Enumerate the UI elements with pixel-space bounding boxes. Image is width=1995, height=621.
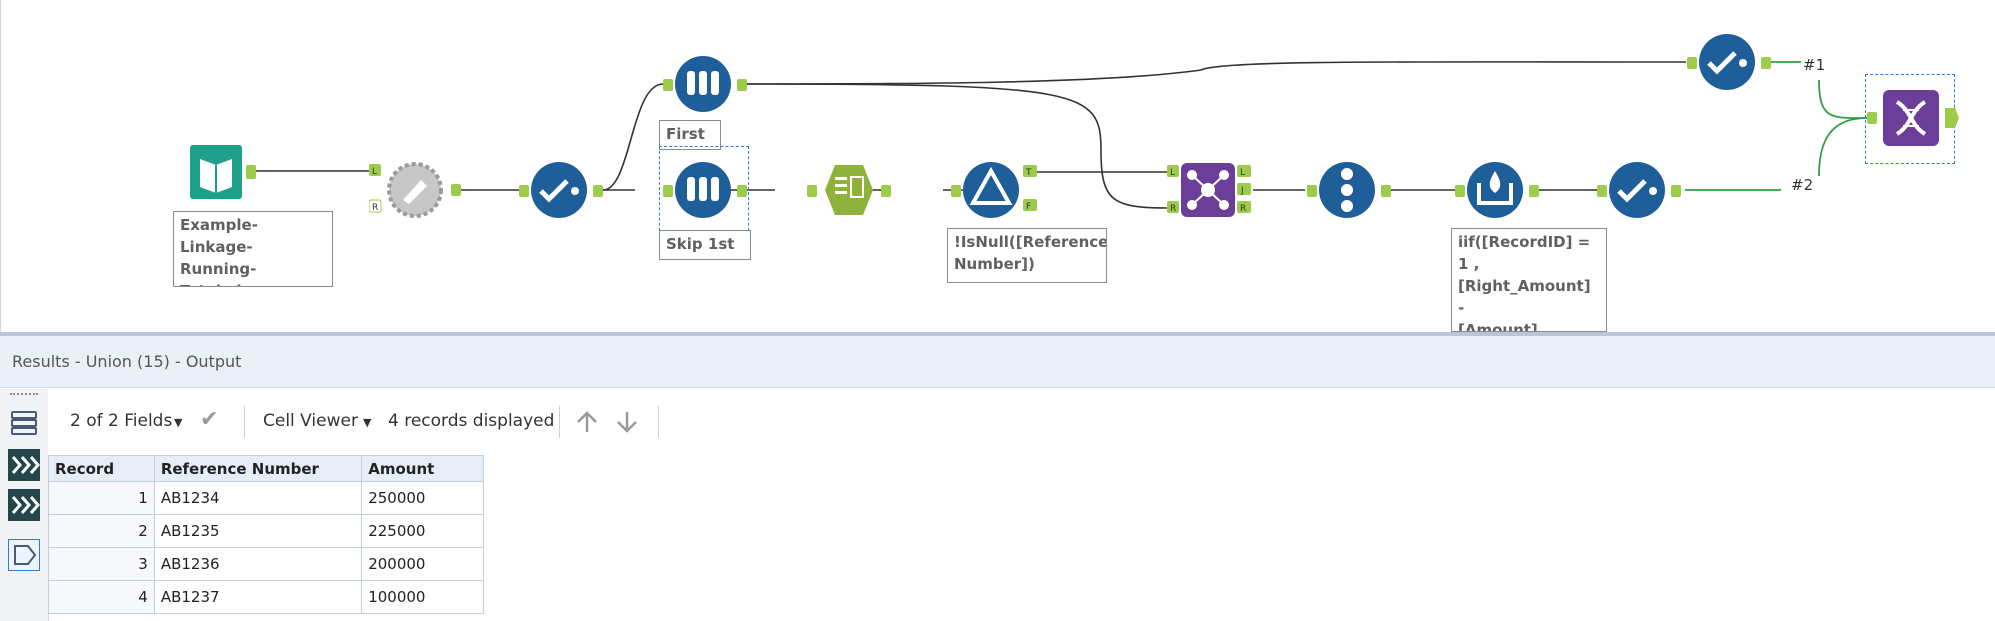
sample-tool-skip[interactable] bbox=[663, 161, 753, 219]
sample-tool-first[interactable] bbox=[663, 55, 753, 113]
table-row[interactable]: 1 AB1234 250000 bbox=[48, 481, 484, 515]
formula-annotation: iif([RecordID] = 1 , [Right_Amount] - [A… bbox=[1451, 228, 1607, 332]
input-data-icon bbox=[190, 145, 256, 199]
select-tool-3[interactable] bbox=[1687, 33, 1777, 91]
record-id-tool[interactable] bbox=[1307, 161, 1397, 219]
table-row[interactable]: 2 AB1235 225000 bbox=[48, 514, 484, 548]
select-tool-2[interactable] bbox=[1597, 161, 1687, 219]
table-view-icon[interactable] bbox=[8, 407, 40, 439]
join-anchor-join: J bbox=[1240, 186, 1244, 196]
panel-splitter[interactable] bbox=[0, 332, 1995, 336]
amount-cell[interactable]: 225000 bbox=[361, 514, 484, 548]
sample-icon bbox=[663, 56, 747, 112]
toolbar-divider bbox=[658, 406, 659, 438]
record-cell[interactable]: 1 bbox=[48, 481, 155, 515]
filter-icon: T F bbox=[951, 162, 1037, 218]
toolbar-divider bbox=[559, 406, 560, 438]
filter-tool[interactable]: T F bbox=[951, 161, 1051, 219]
union-icon bbox=[1867, 90, 1959, 146]
join-icon: L R L J R bbox=[1167, 163, 1251, 217]
union-tool[interactable] bbox=[1867, 88, 1961, 148]
amount-cell[interactable]: 250000 bbox=[361, 481, 484, 515]
join-tool[interactable]: L R L J R bbox=[1167, 161, 1257, 219]
anchor-label-true: T bbox=[1025, 168, 1032, 178]
record-cell[interactable]: 3 bbox=[48, 547, 155, 581]
wire-label-1: #1 bbox=[1803, 56, 1826, 74]
dynamic-rename-icon: L R bbox=[369, 162, 461, 218]
connection-wires bbox=[255, 61, 1868, 209]
select-tool-1[interactable] bbox=[519, 161, 609, 219]
fields-dropdown[interactable]: 2 of 2 Fields bbox=[70, 411, 173, 431]
wire-label-2: #2 bbox=[1791, 176, 1814, 194]
reference-cell[interactable]: AB1234 bbox=[153, 481, 363, 515]
results-table: Record Reference Number Amount 1 AB1234 … bbox=[48, 455, 484, 614]
join-anchor-out-left: L bbox=[1240, 168, 1245, 178]
text-to-columns-icon bbox=[807, 165, 891, 215]
viewer-chevron-down-icon[interactable]: ▼ bbox=[363, 416, 372, 429]
join-anchor-out-right: R bbox=[1240, 204, 1246, 214]
formula-tool[interactable] bbox=[1455, 161, 1545, 219]
text-to-columns-tool[interactable] bbox=[807, 161, 897, 219]
results-title: Results - Union (15) - Output bbox=[12, 352, 242, 371]
reference-cell[interactable]: AB1235 bbox=[153, 514, 363, 548]
results-toolbar: 2 of 2 Fields ▼ ✔ Cell Viewer ▼ 4 record… bbox=[48, 389, 1995, 455]
skip-annotation: Skip 1st 1 bbox=[659, 230, 751, 260]
anchor-label-right: R bbox=[372, 203, 378, 213]
tag-anchor-icon[interactable] bbox=[8, 539, 40, 571]
amount-cell[interactable]: 200000 bbox=[361, 547, 484, 581]
rail-grip bbox=[10, 393, 38, 398]
join-anchor-left: L bbox=[1170, 168, 1175, 178]
input-data-tool[interactable] bbox=[188, 143, 258, 201]
arrow-up-icon[interactable] bbox=[574, 409, 600, 435]
input-anchor-icon[interactable] bbox=[8, 449, 40, 481]
fields-chevron-down-icon[interactable]: ▼ bbox=[174, 416, 183, 429]
reference-cell[interactable]: AB1237 bbox=[153, 580, 363, 614]
record-id-icon bbox=[1307, 162, 1391, 218]
apply-check-icon[interactable]: ✔ bbox=[200, 407, 219, 432]
sample-icon bbox=[663, 162, 747, 218]
amount-cell[interactable]: 100000 bbox=[361, 580, 484, 614]
records-count: 4 records displayed bbox=[388, 411, 555, 431]
select-icon bbox=[1597, 162, 1681, 218]
column-header-record[interactable]: Record bbox=[48, 455, 155, 482]
input-annotation: Example-Linkage- Running- Total.xlsx bbox=[173, 211, 333, 287]
anchor-label-left: L bbox=[372, 167, 377, 177]
results-grid: Record Reference Number Amount 1 AB1234 … bbox=[48, 455, 484, 614]
join-anchor-right: R bbox=[1170, 204, 1176, 214]
record-cell[interactable]: 2 bbox=[48, 514, 155, 548]
arrow-down-icon[interactable] bbox=[614, 409, 640, 435]
table-row[interactable]: 4 AB1237 100000 bbox=[48, 580, 484, 614]
record-cell[interactable]: 4 bbox=[48, 580, 155, 614]
results-left-rail bbox=[0, 389, 49, 621]
dynamic-rename-tool[interactable]: L R bbox=[369, 160, 469, 220]
formula-icon bbox=[1455, 162, 1539, 218]
output-anchor-icon[interactable] bbox=[8, 489, 40, 521]
reference-cell[interactable]: AB1236 bbox=[153, 547, 363, 581]
table-row[interactable]: 3 AB1236 200000 bbox=[48, 547, 484, 581]
first-annotation: First 1 bbox=[659, 120, 721, 150]
column-header-reference-number[interactable]: Reference Number bbox=[153, 455, 363, 482]
column-header-amount[interactable]: Amount bbox=[361, 455, 484, 482]
anchor-label-false: F bbox=[1026, 202, 1031, 212]
filter-annotation: !IsNull([Reference Number]) bbox=[947, 228, 1107, 283]
viewer-dropdown[interactable]: Cell Viewer bbox=[263, 411, 358, 431]
select-icon bbox=[1687, 34, 1771, 90]
toolbar-divider bbox=[244, 406, 245, 438]
workflow-canvas[interactable]: Example-Linkage- Running- Total.xlsx L R bbox=[0, 0, 1995, 332]
results-header: Results - Union (15) - Output bbox=[0, 336, 1995, 388]
select-icon bbox=[519, 162, 603, 218]
